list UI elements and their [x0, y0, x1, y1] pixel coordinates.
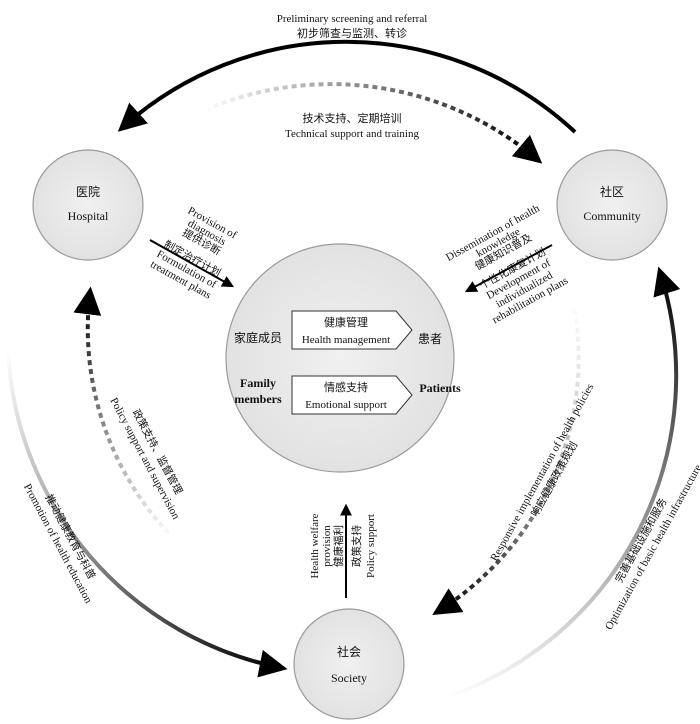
emotional-support-en: Emotional support — [305, 399, 387, 411]
arrow-right-inner — [432, 309, 581, 615]
right-inner-labels: Responsive implementation of health poli… — [488, 382, 596, 564]
arrow-right-outer — [437, 266, 681, 702]
health-management-cn: 健康管理 — [324, 315, 368, 329]
right-outer-labels: 完善基础设施和服务 Optimization of basic health i… — [603, 463, 700, 632]
society-arrow-labels-left: Health welfare provision 健康福利 — [309, 513, 345, 578]
label-top-inner-en: Technical support and training — [285, 128, 419, 140]
hospital-label-cn: 医院 — [76, 185, 100, 199]
family-label-en-1: Family — [240, 376, 276, 390]
hospital-node: 医院 Hospital — [32, 149, 144, 261]
society-arrow-en-1: Health welfare — [309, 513, 321, 578]
health-management-en: Health management — [302, 334, 390, 346]
patients-label-cn: 患者 — [418, 332, 442, 346]
center-node: 家庭成员 Family members 患者 Patients 健康管理 Hea… — [225, 243, 461, 473]
society-node: 社会 Society — [293, 608, 405, 720]
label-right-inner-en: Responsive implementation of health poli… — [488, 382, 596, 564]
society-label-cn: 社会 — [337, 644, 361, 659]
arrow-left-inner — [73, 286, 177, 542]
arrow-top-inner — [204, 82, 543, 164]
arrow-left-outer — [6, 349, 288, 678]
society-arrow-en-3: Policy support — [365, 514, 377, 578]
label-top-cn: 初步筛查与监测、转诊 — [297, 26, 407, 40]
label-top-en: Preliminary screening and referral — [277, 13, 428, 25]
society-arrow-labels-right: 政策支持 Policy support — [350, 514, 377, 578]
society-arrow-cn-2: 政策支持 — [350, 525, 363, 567]
community-label-cn: 社区 — [600, 184, 624, 199]
family-label-cn: 家庭成员 — [234, 330, 282, 345]
family-label-en-2: members — [234, 392, 282, 406]
label-right-outer-en: Optimization of basic health infrastruct… — [603, 463, 700, 632]
label-top-inner-cn: 技术支持、定期培训 — [303, 111, 402, 125]
emotional-support-box: 情感支持 Emotional support — [291, 375, 413, 415]
health-management-box: 健康管理 Health management — [291, 310, 413, 350]
arrow-hospital-to-center — [149, 239, 235, 288]
arrow-top-outer — [117, 39, 577, 134]
left-outer-labels: Promotion of health education 推动健康教育与科普 — [21, 482, 98, 606]
left-inner-labels: Policy support and supervision 政策支持、监督管理 — [107, 396, 185, 522]
society-arrow-cn-1: 健康福利 — [332, 525, 345, 567]
arrow-community-to-center — [464, 244, 553, 293]
emotional-support-cn: 情感支持 — [324, 380, 368, 394]
hospital-arrow-labels: Provision of diagnosis 提供诊断 制定治疗计划 Formu… — [148, 205, 239, 302]
patients-label-en: Patients — [419, 381, 461, 395]
hospital-label-en: Hospital — [68, 209, 109, 223]
community-node: 社区 Community — [556, 149, 668, 261]
society-label-en: Society — [331, 671, 367, 685]
community-label-en: Community — [583, 209, 640, 223]
society-arrow-en-2: provision — [321, 525, 333, 567]
